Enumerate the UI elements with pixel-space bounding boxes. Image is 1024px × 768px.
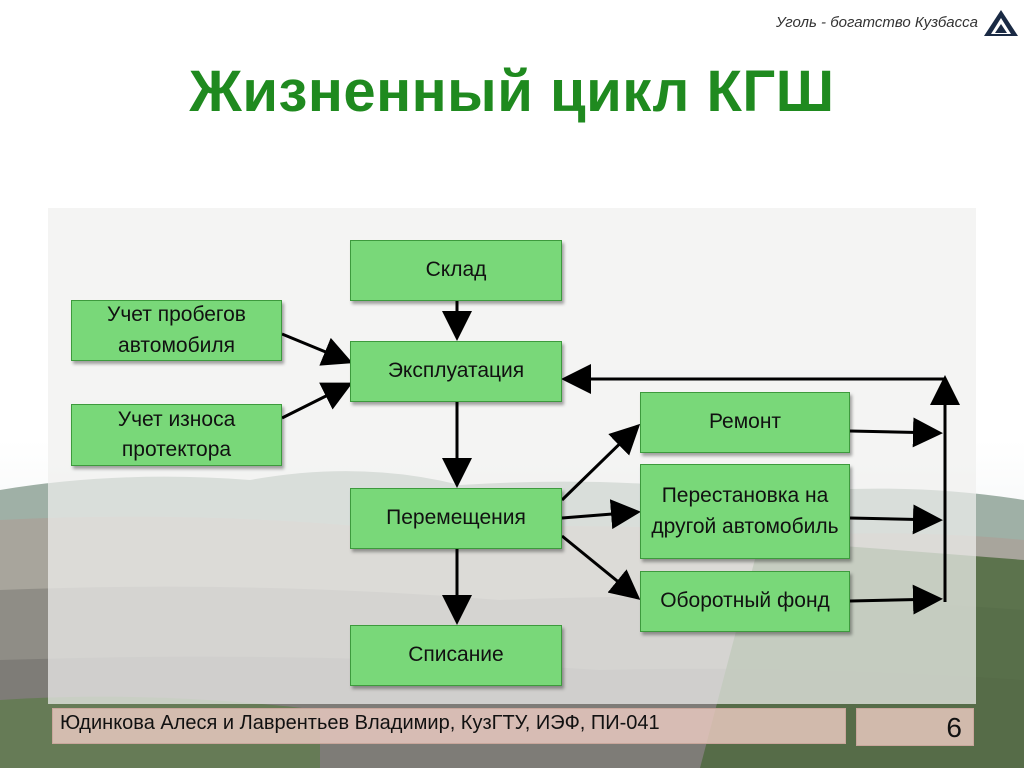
arrow-perestanovka-return	[849, 504, 943, 535]
page-number: 6	[946, 712, 962, 743]
arrow-probeg-ekspl	[281, 332, 353, 366]
footer-bar	[52, 708, 846, 744]
arrow-remont-return	[849, 417, 943, 448]
node-ekspl: Эксплуатация	[350, 341, 562, 402]
node-perestanovka: Перестановка на другой автомобиль	[640, 464, 850, 559]
node-remont: Ремонт	[640, 392, 850, 453]
header-tagline: Уголь - богатство Кузбасса	[776, 14, 978, 31]
node-spisanie: Списание	[350, 625, 562, 686]
arrow-oborotny-return	[849, 584, 943, 615]
node-sklad: Склад	[350, 240, 562, 301]
page-number-box	[856, 708, 974, 746]
kuzbass-logo-icon	[984, 10, 1018, 36]
page-title: Жизненный цикл КГШ	[189, 59, 835, 124]
node-oborotny: Оборотный фонд	[640, 571, 850, 632]
node-iznos: Учет износа протектора	[71, 404, 282, 466]
node-peremesh: Перемещения	[350, 488, 562, 549]
footer-authors: Юдинкова Алеся и Лаврентьев Владимир, Ку…	[60, 712, 660, 734]
arrow-peremesh-remont	[560, 423, 641, 502]
node-probeg: Учет пробегов автомобиля	[71, 300, 282, 361]
arrow-peremesh-perestanovka	[561, 499, 641, 530]
arrow-peremesh-oborotny	[561, 534, 641, 600]
arrow-iznos-ekspl	[281, 382, 353, 420]
